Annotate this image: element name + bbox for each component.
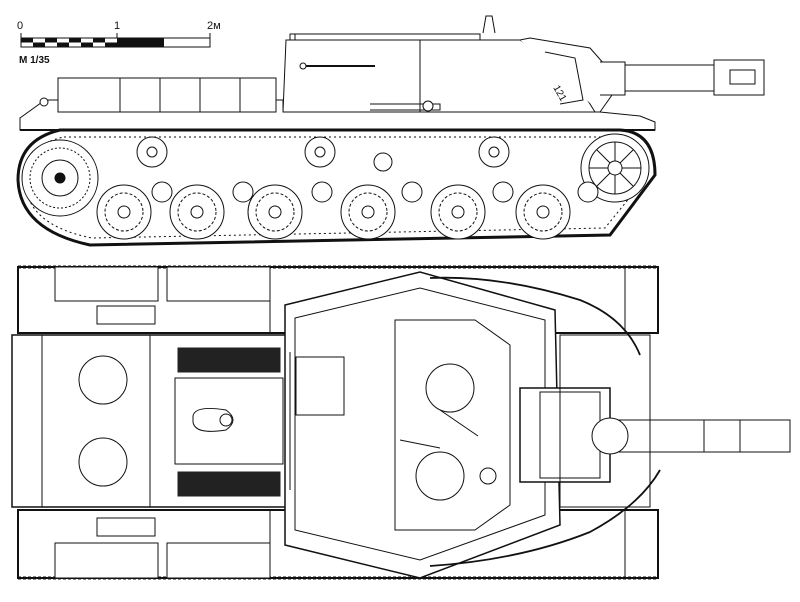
top-view [12,267,790,578]
scale-label-two: 2м [207,20,221,32]
loader-hatch [416,452,464,500]
scale-label-zero: 0 [17,20,24,32]
scale-label-one: 1 [114,20,121,32]
road-wheels [97,182,598,239]
return-rollers [137,137,509,171]
side-view [18,16,764,245]
scale-bar [21,33,210,47]
idler-wheel [22,140,98,216]
casemate-roof [285,272,560,578]
gun-barrel [600,60,764,95]
engine-grilles [178,348,280,496]
scale-ratio-label: M 1/35 [19,55,50,66]
gun-top [520,388,790,482]
tow-cable-upper [430,278,640,355]
tow-cable-lower [430,470,660,566]
drive-sprocket [581,134,649,202]
commander-hatch [426,364,474,412]
